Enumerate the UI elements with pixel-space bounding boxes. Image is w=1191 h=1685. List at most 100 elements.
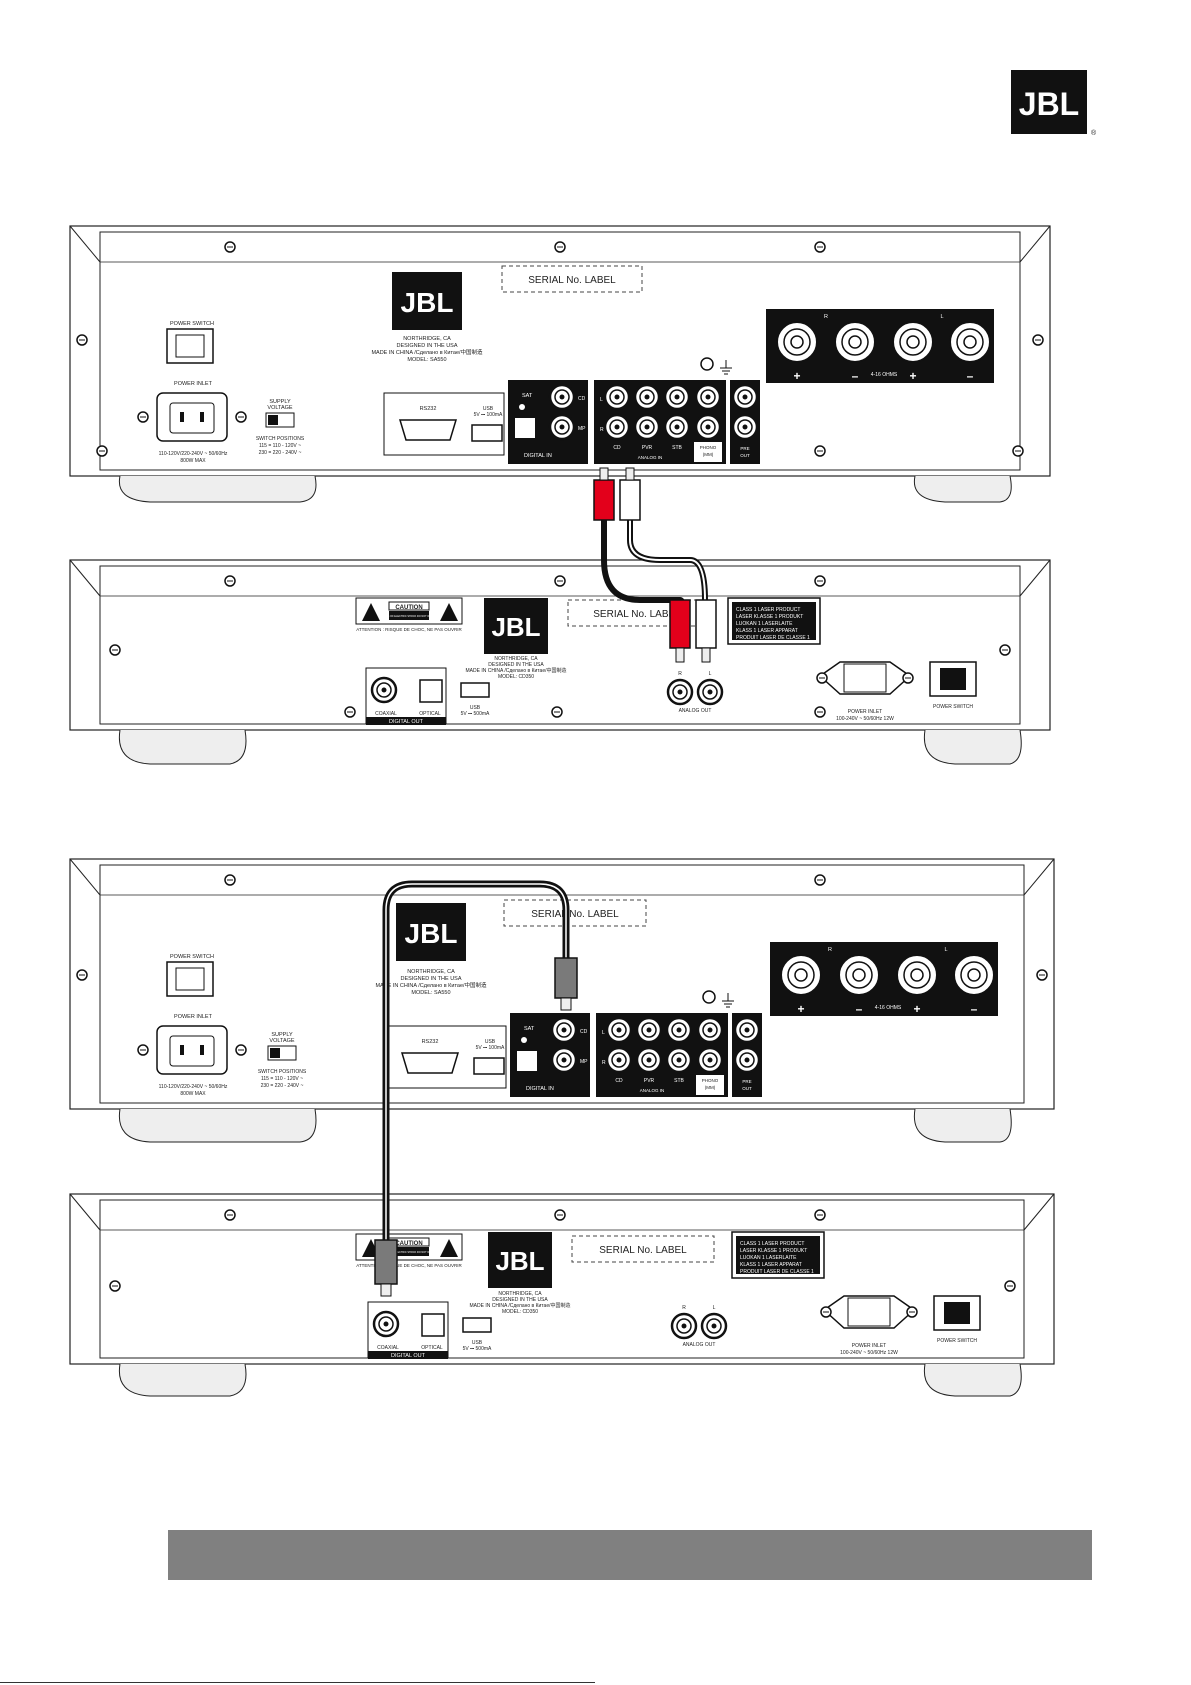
spk-minus-1: – [852,369,859,383]
aout-l: L [709,671,712,677]
amp2-optical-in[interactable] [517,1051,537,1071]
amp-usb-2: 5V ⎓ 100mA [474,412,503,418]
serial-label: SERIAL No. LABEL [528,275,616,286]
cd-usb-1: USB [470,705,481,711]
amp-origin-3: MADE IN CHINA /Сделано в Китае/中国制造 [371,348,483,356]
amplifier-rear-panel-1: SERIAL No. LABEL JBL NORTHRIDGE, CA DESI… [69,225,1051,503]
caution-label: CAUTION [395,605,422,611]
amp2-switch-pos-2: 230 = 220 - 240V ~ [261,1083,304,1089]
amp2-ain-r: R [602,1060,606,1066]
ain-stb: STB [672,445,682,451]
amp2-logo: JBL [405,918,458,949]
analog-rca-cable [593,467,717,663]
cd2-usb-1: USB [472,1340,483,1346]
cd2-laser-2: LASER KLASSE 1 PRODUKT [740,1248,807,1254]
amp2-usb-port[interactable] [473,1057,505,1075]
footer-bar [168,1530,1092,1580]
amp2-usb-2: 5V ⎓ 100mA [476,1045,505,1051]
red-rca-plug-amp [593,479,615,521]
optical-out[interactable] [419,679,443,703]
cd2-usb-port[interactable] [462,1317,492,1333]
coax-plug-amp [554,957,578,999]
attention-label: ATTENTION : RISQUE DE CHOC, NE PAS OUVRI… [356,627,462,632]
amp-usb-1: USB [483,406,494,412]
amp2-ain-pvr: PVR [644,1078,655,1084]
amp2-supply-1: SUPPLY [271,1032,293,1038]
cd2-laser-4: KLASS 1 LASER APPARAT [740,1262,802,1268]
amp2-spk-l: L [944,947,947,953]
amp2-rs232-port[interactable] [400,1052,460,1074]
optical-in[interactable] [515,418,535,438]
sat-label: SAT [522,393,533,399]
cd-player-rear-panel-2: CAUTION RISK OF ELECTRIC SHOCK DO NOT OP… [69,1193,1055,1397]
amp2-origin-3: MADE IN CHINA /Сделано в Китае/中国制造 [375,981,487,989]
cd2-aout-r: R [682,1305,686,1311]
registered-mark: ® [1091,129,1097,137]
ain-phono-1: PHONO [700,445,717,450]
red-rca-plug-cd [669,599,691,649]
ain-pvr: PVR [642,445,653,451]
amp2-plus-2: + [913,1002,920,1016]
power-switch-label: POWER SWITCH [170,321,214,327]
cd-power-rating: 100-240V ~ 50/60Hz 12W [836,716,894,722]
white-rca-plug-cd [695,599,717,649]
cd-serial-label: SERIAL No. LABEL [593,609,681,620]
spk-ohms: 4-16 OHMS [871,372,898,378]
caution-sub: RISK OF ELECTRIC SHOCK DO NOT OPEN [384,615,435,618]
cd2-caution: CAUTION [395,1241,422,1247]
spk-r: R [824,314,828,320]
amp2-serial-label: SERIAL No. LABEL [531,909,619,920]
analog-out-label: ANALOG OUT [679,708,712,714]
white-rca-plug-amp [619,479,641,521]
cd2-optical: OPTICAL [421,1345,443,1351]
dig-mp-label: MP [578,426,586,432]
cd2-power-inlet[interactable] [847,1297,891,1327]
amp2-origin-1: NORTHRIDGE, CA [407,969,455,975]
ain-r: R [600,427,604,433]
laser-4: KLASS 1 LASER APPARAT [736,628,798,634]
amp-power-rating-2: 800W MAX [180,458,206,464]
amp2-phono-1: PHONO [702,1078,719,1083]
cd2-serial-label: SERIAL No. LABEL [599,1245,687,1256]
spk-plus-2: + [909,369,916,383]
dig-cd-label: CD [578,396,586,402]
amp2-ain-cd: CD [615,1078,623,1084]
aout-r: R [678,671,682,677]
coaxial-digital-cable [374,880,578,1297]
cd-power-inlet[interactable] [843,663,887,693]
amp2-pre-2: OUT [742,1086,752,1091]
pre-out-1: PRE [740,446,749,451]
cd2-coaxial: COAXIAL [377,1345,399,1351]
pre-out-2: OUT [740,453,750,458]
usb-port[interactable] [471,424,503,442]
cd2-optical-out[interactable] [421,1313,445,1337]
cd2-analog-out: ANALOG OUT [683,1342,716,1348]
rs232-label: RS232 [420,406,437,412]
optical-label: OPTICAL [419,711,441,717]
amp2-switch-pos-1: 115 = 110 - 120V ~ [261,1076,303,1082]
digital-out-label: DIGITAL OUT [389,719,424,725]
cd2-usb-2: 5V ⎓ 500mA [463,1346,492,1352]
amp2-minus-1: – [856,1002,863,1016]
amp-power-rating-1: 110-120V/220-240V ~ 50/60Hz [159,451,228,457]
amp2-power-inlet-label: POWER INLET [174,1014,213,1020]
cd2-model: MODEL: CD350 [502,1309,538,1315]
cd-usb-port[interactable] [460,682,490,698]
amp2-power-inlet[interactable] [156,1025,228,1075]
power-inlet[interactable] [156,392,228,442]
cd2-power-inlet-label: POWER INLET [852,1343,886,1349]
amp2-supply-2: VOLTAGE [269,1038,294,1044]
amp2-ain-stb: STB [674,1078,684,1084]
amp2-model: MODEL: SA550 [411,990,450,996]
amp2-minus-2: – [971,1002,978,1016]
spk-minus-2: – [967,369,974,383]
digital-in-label: DIGITAL IN [524,453,552,459]
laser-3: LUOKAN 1 LASERLAITE [736,621,793,627]
cd2-aout-l: L [713,1305,716,1311]
rs232-port[interactable] [398,419,458,441]
amp2-pre-1: PRE [742,1079,751,1084]
cd-origin-2: DESIGNED IN THE USA [488,662,544,668]
cd2-origin-1: NORTHRIDGE, CA [498,1291,542,1297]
amp2-dig-cd: CD [580,1029,588,1035]
